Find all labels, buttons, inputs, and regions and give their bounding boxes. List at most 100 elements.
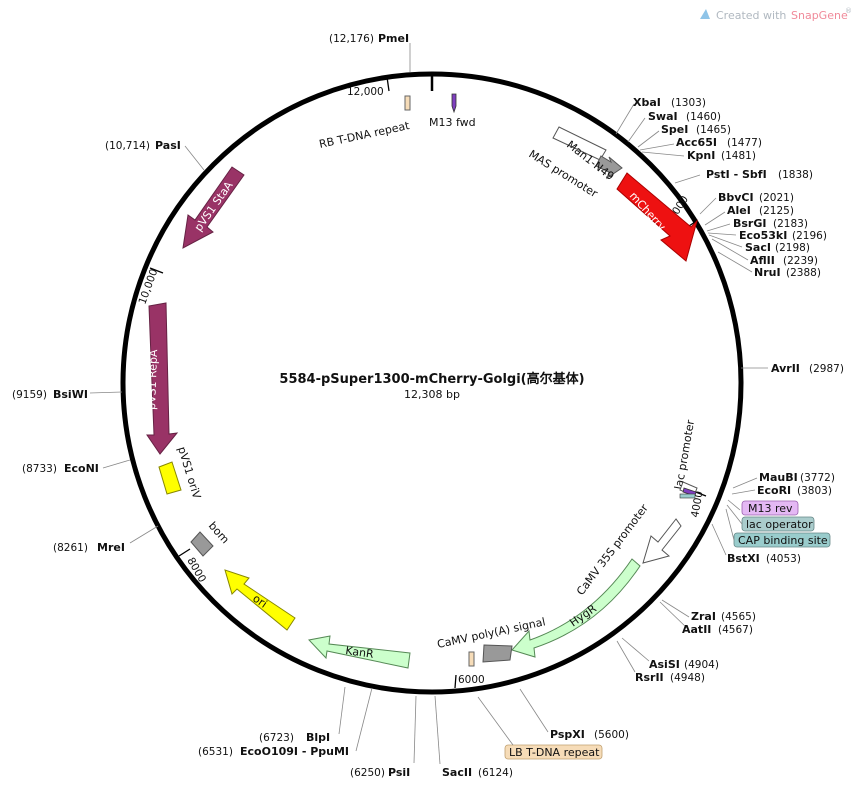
site-pos-pspxi: (5600) [594, 729, 629, 741]
site-name-spei: SpeI [661, 123, 688, 136]
m13-fwd-primer [451, 93, 457, 114]
site-name-mrei: MreI [97, 541, 125, 554]
site-pos-ecori: (3803) [797, 485, 832, 497]
site-name-econi: EcoNI [64, 462, 99, 475]
leader-lacop-box [726, 504, 743, 525]
leader-aatii [659, 601, 688, 629]
site-name-alei: AleI [727, 204, 751, 217]
watermark-brand: SnapGene [791, 9, 848, 22]
site-name-bbvci: BbvCI [718, 191, 754, 204]
leader-asisi [621, 637, 650, 662]
site-name-swai: SwaI [648, 110, 678, 123]
restriction-sites: (12,176) PmeI XbaI (1303) SwaI (1460) Sp… [12, 32, 844, 779]
site-name-saci: SacI [745, 241, 771, 254]
leader-kpni [641, 151, 685, 157]
snapgene-watermark: Created with SnapGene ® [700, 7, 852, 22]
leader-econi [102, 459, 131, 469]
site-name-zrai: ZraI [691, 610, 716, 623]
tick-8000 [178, 548, 191, 557]
cap-binding-label: CAP binding site [738, 534, 828, 547]
site-name-asisi: AsiSI [649, 658, 680, 671]
tick-6000 [454, 674, 457, 689]
feature-boxes: M13 rev lac operator CAP binding site LB… [504, 500, 831, 760]
site-pos-asisi: (4904) [684, 659, 719, 671]
rb-tdna-repeat-feature [404, 95, 411, 111]
site-name-ecori: EcoRI [757, 484, 791, 497]
bom-feature [190, 531, 214, 557]
site-name-avrii: AvrII [771, 362, 800, 375]
site-pos-bbvci: (2021) [759, 192, 794, 204]
site-pos-acc65i: (1477) [727, 137, 762, 149]
leader-xbai [615, 103, 635, 135]
lac-operator-label: lac operator [746, 518, 813, 531]
site-pos-avrii: (2987) [809, 363, 844, 375]
tick-label-6000: 6000 [458, 674, 485, 686]
site-pos-zrai: (4565) [721, 611, 756, 623]
lb-tdna-repeat-feature [468, 651, 475, 667]
leader-mrei [129, 525, 159, 544]
leader-bstxi [711, 523, 727, 556]
kanr-feature [308, 635, 411, 669]
site-name-bstxi: BstXI [727, 552, 760, 565]
site-pos-bstxi: (4053) [766, 553, 801, 565]
cap-binding-feature [679, 493, 696, 499]
leader-bsiwi [89, 391, 123, 394]
site-name-eco53ki: Eco53kI [739, 229, 787, 242]
leader-ecori [731, 489, 756, 495]
m13-rev-box [741, 500, 799, 516]
site-name-bsrgi: BsrGI [733, 217, 766, 230]
man1-n49-feature [595, 155, 623, 180]
site-pos-bsiwi: (9159) [12, 389, 47, 401]
pvs1-repa-feature [146, 302, 179, 455]
site-name-psti-sbfi: PstI - SbfI [706, 168, 767, 181]
leader-alei [704, 211, 726, 226]
hygr-feature [511, 558, 641, 658]
site-name-pasi: PasI [155, 139, 181, 152]
site-name-pmei: PmeI [378, 32, 409, 45]
site-name-bsiwi: BsiWI [53, 388, 88, 401]
leader-m13rev-box [727, 499, 741, 511]
site-pos-sacii: (6124) [478, 767, 513, 779]
leader-lb-box [477, 696, 514, 746]
watermark-prefix: Created with [716, 9, 786, 22]
site-name-pspxi: PspXI [550, 728, 585, 741]
leader-saci [708, 234, 743, 248]
site-pos-eco0109i: (6531) [198, 746, 233, 758]
leader-nrui [717, 251, 753, 273]
leader-psti [674, 174, 701, 184]
site-pos-pmei: (12,176) [329, 33, 374, 45]
site-pos-blpi: (6723) [259, 732, 294, 744]
pvs1-repa-label: pVS1 RepA [145, 349, 160, 410]
watermark-mark: ® [845, 7, 852, 15]
site-pos-pasi: (10,714) [105, 140, 150, 152]
kanr-label: KanR [345, 644, 375, 661]
tick-12000 [386, 76, 390, 92]
lb-tdna-box [504, 744, 603, 760]
site-name-nrui: NruI [754, 266, 781, 279]
site-name-aatii: AatII [682, 623, 711, 636]
leader-maubi [732, 477, 758, 489]
site-pos-spei: (1465) [696, 124, 731, 136]
lac-promoter-label: lac promoter [672, 418, 697, 490]
rb-tdna-repeat-label: RB T-DNA repeat [318, 119, 411, 151]
site-pos-maubi: (3772) [800, 472, 835, 484]
leader-zrai [661, 599, 690, 618]
pvs1-staa-label: pVS1 StaA [192, 179, 236, 234]
leader-rsrii [616, 640, 636, 673]
site-name-xbai: XbaI [633, 96, 661, 109]
site-leader-lines [89, 43, 768, 765]
leader-eco53ki [707, 232, 737, 236]
plasmid-size: 12,308 bp [404, 388, 460, 401]
site-pos-bsrgi: (2183) [773, 218, 808, 230]
leader-bbvci [699, 197, 717, 215]
tick-label-12000: 12,000 [347, 86, 384, 98]
site-pos-saci: (2198) [775, 242, 810, 254]
tick-10000 [149, 267, 164, 274]
site-pos-aatii: (4567) [718, 624, 753, 636]
leader-spei [637, 130, 660, 148]
leader-swai [627, 117, 646, 143]
site-pos-aflii: (2239) [783, 255, 818, 267]
site-name-maubi: MauBI [759, 471, 798, 484]
site-pos-nrui: (2388) [786, 267, 821, 279]
